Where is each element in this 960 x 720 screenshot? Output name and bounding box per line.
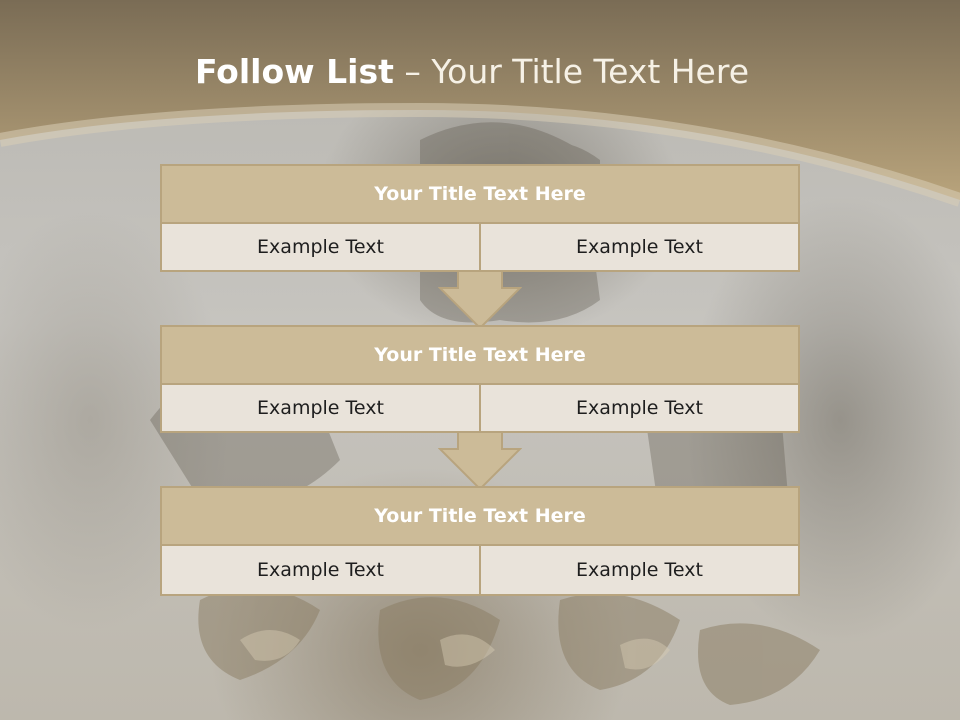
block-cell-left: Example Text — [162, 224, 479, 270]
list-block-2: Your Title Text Here Example Text Exampl… — [160, 325, 800, 433]
slide-title-bold: Follow List — [194, 52, 394, 91]
slide-title: Follow List – Your Title Text Here — [0, 52, 944, 91]
header-band — [0, 0, 960, 207]
slide-title-rest: – Your Title Text Here — [404, 52, 750, 91]
block-title: Your Title Text Here — [162, 327, 798, 385]
block-cell-left: Example Text — [162, 546, 479, 594]
block-cell-right: Example Text — [479, 224, 798, 270]
block-title: Your Title Text Here — [162, 166, 798, 224]
block-title: Your Title Text Here — [162, 488, 798, 546]
block-row: Example Text Example Text — [162, 224, 798, 270]
list-block-1: Your Title Text Here Example Text Exampl… — [160, 164, 800, 272]
block-cell-right: Example Text — [479, 546, 798, 594]
down-arrow-icon — [438, 270, 522, 330]
down-arrow-icon — [438, 431, 522, 491]
block-cell-right: Example Text — [479, 385, 798, 431]
block-row: Example Text Example Text — [162, 385, 798, 431]
block-cell-left: Example Text — [162, 385, 479, 431]
block-row: Example Text Example Text — [162, 546, 798, 594]
list-block-3: Your Title Text Here Example Text Exampl… — [160, 486, 800, 596]
